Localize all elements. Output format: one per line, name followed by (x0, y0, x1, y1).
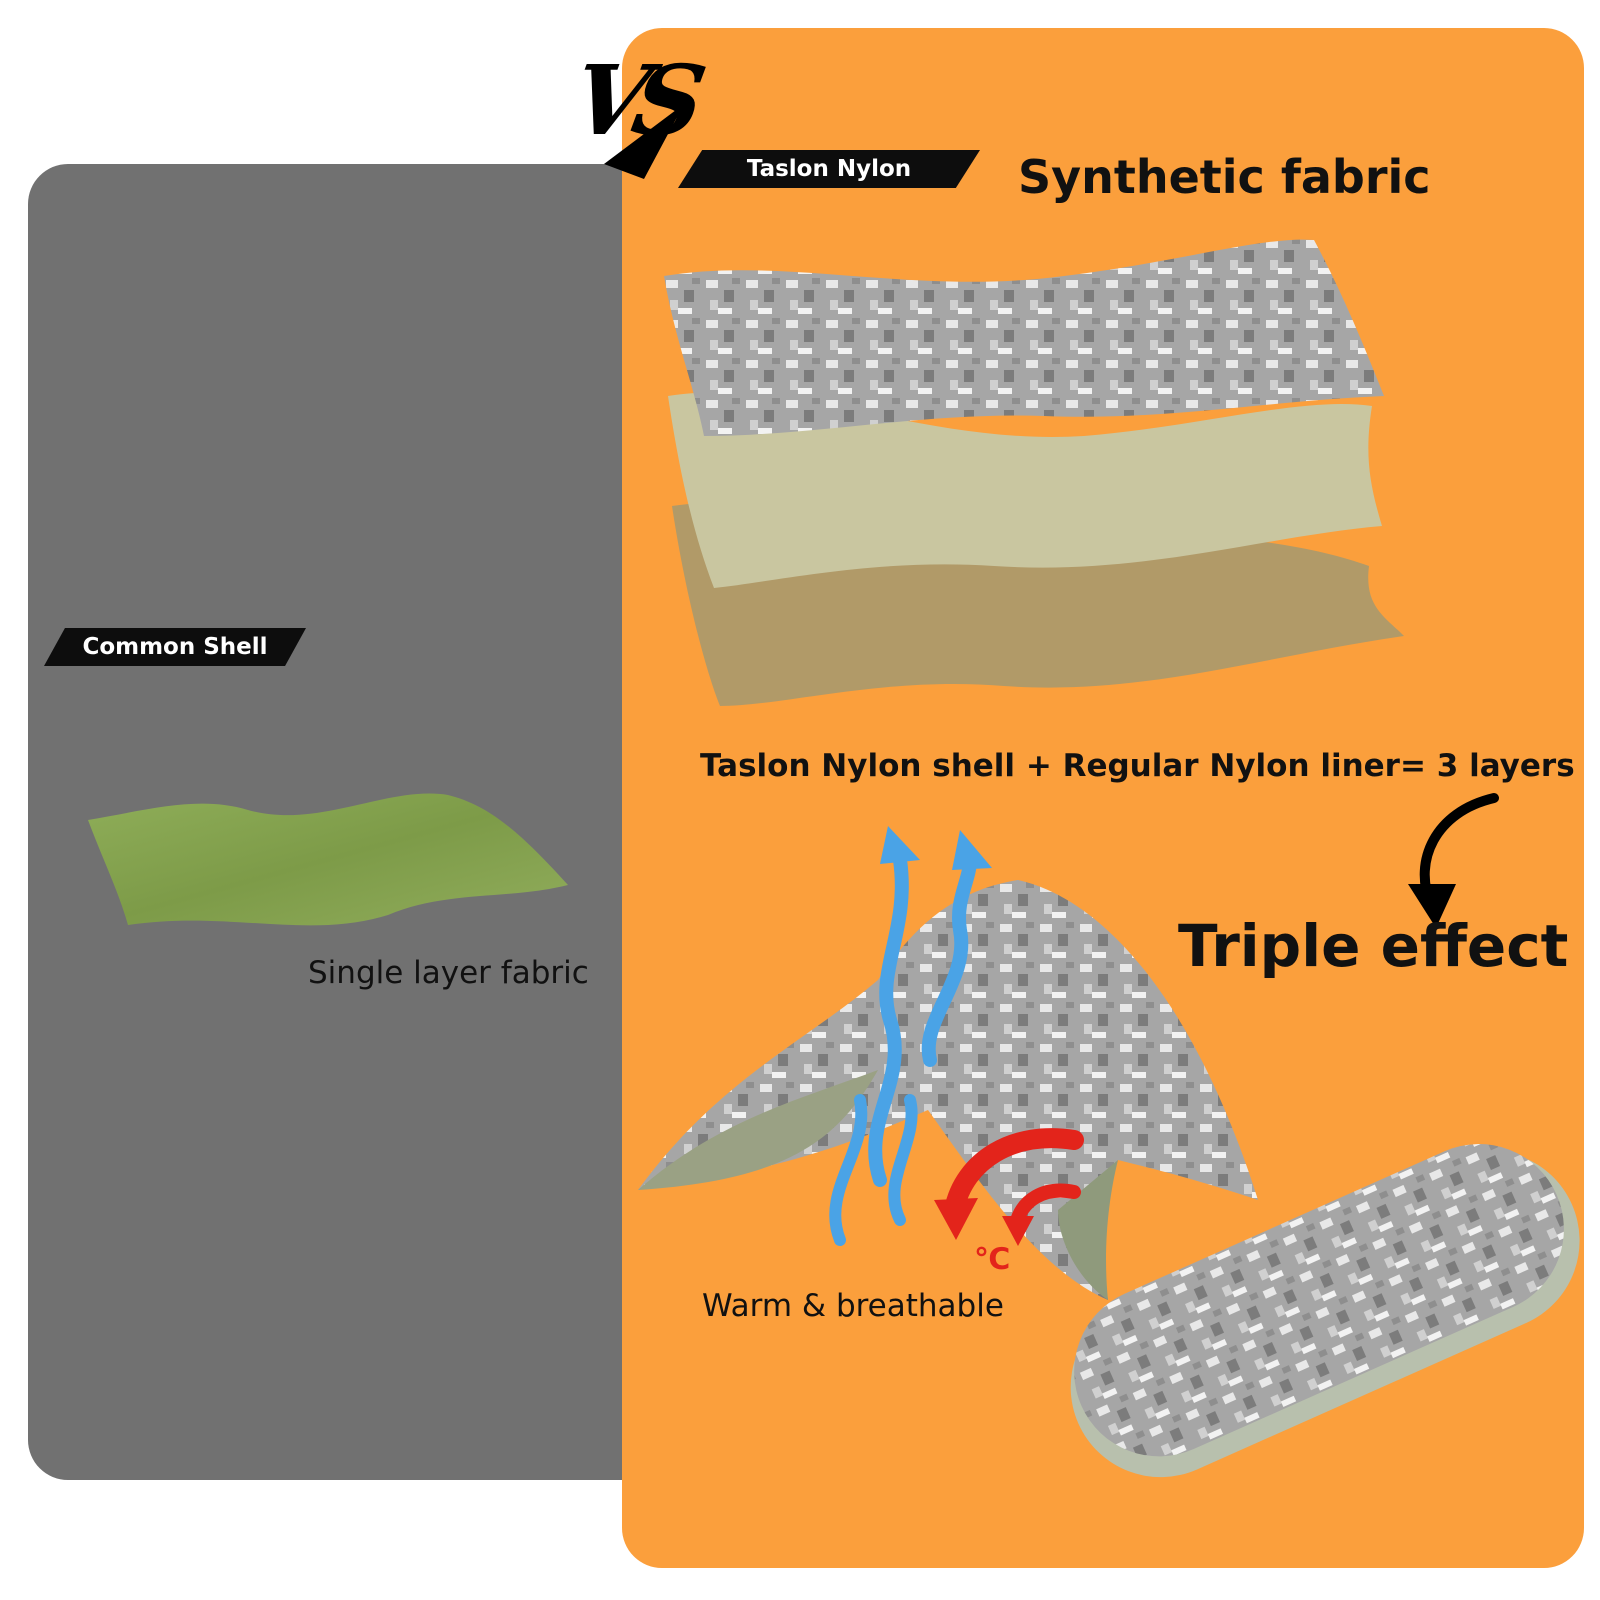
layers-caption: Taslon Nylon shell + Regular Nylon liner… (700, 748, 1575, 784)
taslon-nylon-tag: Taslon Nylon (678, 150, 980, 188)
triple-effect-label: Triple effect (1178, 912, 1569, 980)
curved-arrow-icon (1408, 793, 1499, 928)
camo-shell-layer (664, 239, 1384, 436)
single-layer-fabric-image (88, 793, 568, 926)
airflow-arrow-icon (829, 826, 992, 1246)
three-layer-fabric-image (664, 239, 1404, 706)
vs-brush-stroke (604, 104, 684, 179)
single-layer-caption: Single layer fabric (308, 955, 589, 991)
synthetic-fabric-heading: Synthetic fabric (1018, 150, 1431, 204)
sleeping-bag-cover-image (1070, 1144, 1580, 1478)
khaki-mid-layer (668, 392, 1382, 588)
vs-logo: VS (564, 44, 704, 184)
draped-fabric-image (638, 880, 1258, 1300)
common-shell-tag: Common Shell (44, 628, 306, 666)
warm-breathable-caption: Warm & breathable (702, 1288, 1004, 1324)
temperature-symbol: ℃ (974, 1242, 1011, 1277)
heat-arrow-icon (934, 1128, 1084, 1246)
